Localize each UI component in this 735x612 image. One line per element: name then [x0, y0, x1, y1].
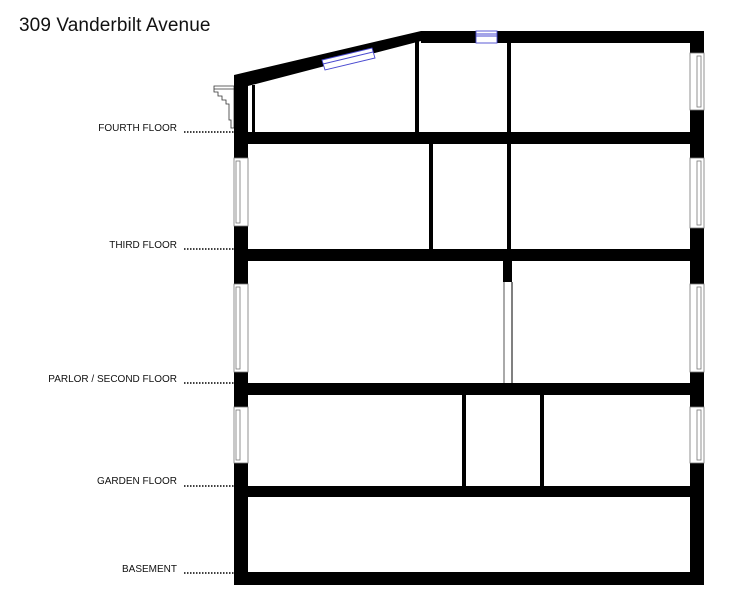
floor-leader-lines — [184, 131, 234, 574]
walls — [234, 31, 704, 585]
left-windows — [233, 157, 249, 464]
floor-label-fourth: FOURTH FLOOR — [98, 123, 177, 134]
right-wall — [690, 31, 704, 53]
slab-fourth — [234, 132, 704, 144]
floor-label-garden: GARDEN FLOOR — [96, 476, 177, 487]
floor-label-parlor: PARLOR / SECOND FLOOR — [48, 374, 177, 385]
drawing-title: 309 Vanderbilt Avenue — [19, 15, 211, 36]
slab-basement — [234, 572, 704, 585]
skylights — [321, 30, 498, 71]
flat-roof — [421, 31, 476, 43]
left-wall-upper — [234, 75, 248, 158]
floor-label-third: THIRD FLOOR — [109, 240, 177, 251]
slab-third — [234, 249, 704, 261]
slab-parlor — [234, 383, 704, 395]
floor-label-basement: BASEMENT — [121, 564, 177, 575]
cornice-molding — [213, 85, 235, 129]
glass-partition — [503, 282, 513, 383]
right-windows — [689, 52, 705, 464]
slab-garden — [234, 486, 704, 497]
